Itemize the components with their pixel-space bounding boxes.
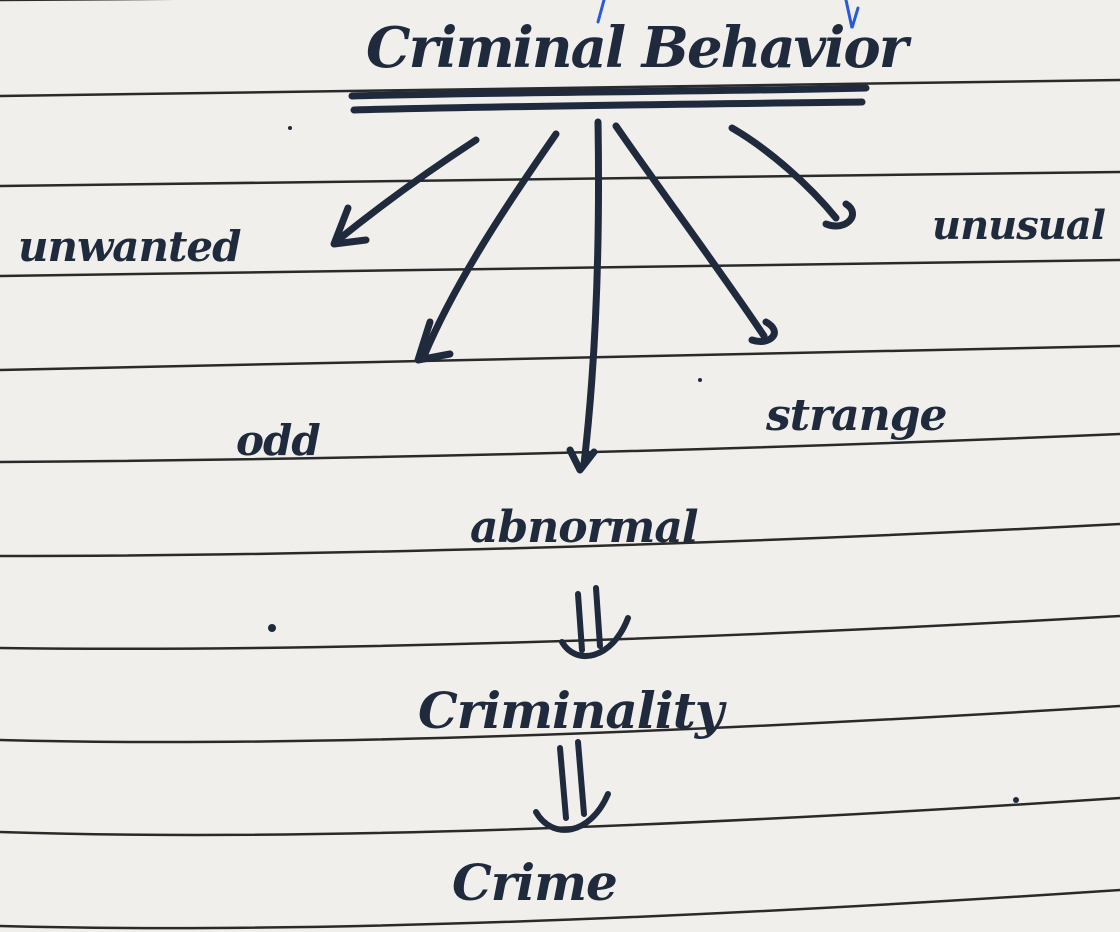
ruled-line bbox=[0, 614, 1120, 651]
arrow-to-unusual bbox=[728, 124, 840, 222]
arrow-head bbox=[566, 446, 598, 474]
ruled-line bbox=[0, 78, 1120, 98]
blue-pen-mark bbox=[596, 0, 606, 24]
title-underline bbox=[348, 84, 870, 100]
double-arrow-to-crime bbox=[557, 745, 569, 821]
ink-speck bbox=[268, 624, 276, 632]
arrow-head bbox=[748, 318, 778, 345]
arrow-to-unwanted bbox=[334, 136, 480, 244]
double-arrow-to-criminality bbox=[593, 585, 603, 649]
ruled-line bbox=[0, 704, 1120, 744]
ruled-line bbox=[0, 170, 1120, 188]
ruled-line bbox=[0, 258, 1120, 278]
arrow-head bbox=[330, 204, 370, 248]
arrow-to-strange bbox=[612, 122, 768, 340]
ruled-line bbox=[0, 522, 1120, 558]
ink-speck bbox=[698, 378, 702, 382]
arrow-head bbox=[822, 200, 856, 230]
arrow-to-odd bbox=[420, 130, 560, 360]
chain-label-crime: Crime bbox=[452, 853, 618, 912]
arrow-head bbox=[559, 615, 631, 659]
arrow-head bbox=[533, 791, 611, 833]
branch-label-unusual: unusual bbox=[932, 202, 1106, 249]
diagram-title: Criminal Behavior bbox=[366, 15, 908, 81]
branch-label-strange: strange bbox=[766, 390, 948, 441]
ink-speck bbox=[288, 126, 292, 130]
arrow-head bbox=[414, 318, 454, 364]
title-underline bbox=[350, 98, 866, 114]
ink-speck bbox=[1013, 797, 1019, 803]
chain-label-criminality: Criminality bbox=[418, 681, 724, 740]
ruled-line bbox=[0, 796, 1120, 837]
branch-label-unwanted: unwanted bbox=[18, 222, 241, 271]
branch-label-abnormal: abnormal bbox=[470, 502, 699, 553]
ruled-line bbox=[0, 432, 1120, 464]
double-arrow-to-crime bbox=[575, 739, 587, 817]
ruled-line bbox=[0, 888, 1120, 930]
branch-label-odd: odd bbox=[236, 416, 321, 465]
blue-pen-mark bbox=[844, 0, 860, 29]
arrow-to-abnormal bbox=[580, 118, 602, 468]
double-arrow-to-criminality bbox=[575, 591, 585, 653]
